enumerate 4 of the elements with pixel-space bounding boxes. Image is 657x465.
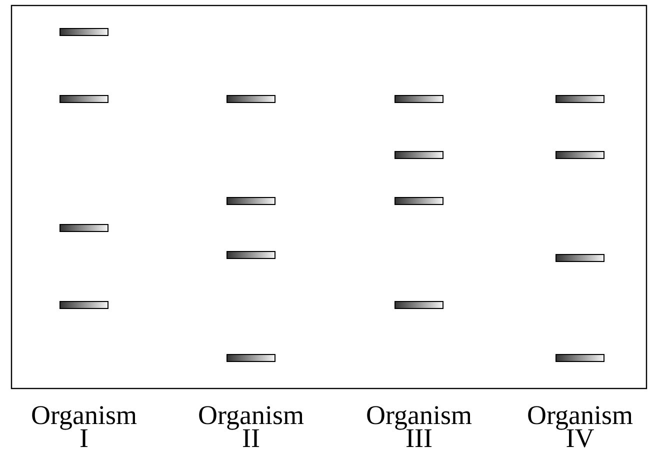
lane-label: Organism II [198, 404, 304, 450]
lane-label: Organism III [366, 404, 472, 450]
lane-label: Organism IV [527, 404, 633, 450]
lane-label: Organism I [31, 404, 137, 450]
